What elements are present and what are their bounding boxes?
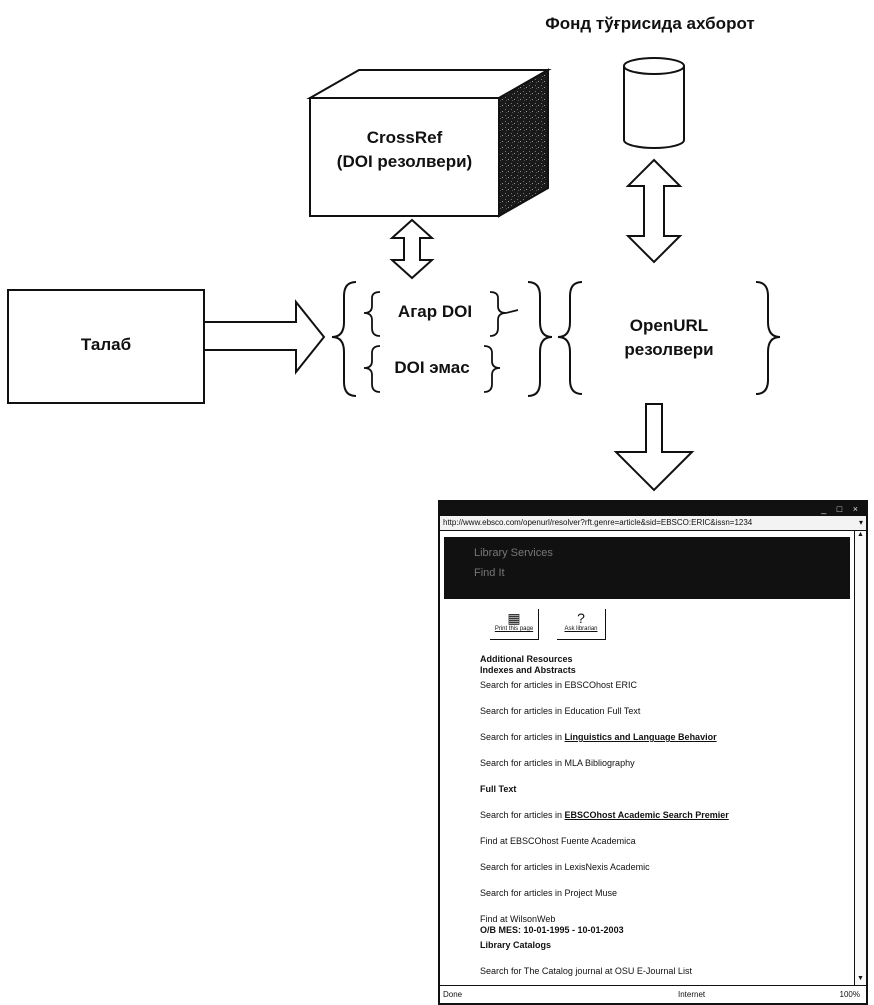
resource-item-text: Additional Resources [480,654,573,664]
request-box [7,289,205,404]
resource-item-text: Find at EBSCOhost Fuente Academica [480,836,636,846]
request-label: Талаб [80,335,132,354]
resource-item-text: Search for articles in [480,810,565,820]
resource-item-text: Search for articles in EBSCOhost ERIC [480,680,638,690]
help-button-label: Ask librarian [564,626,598,632]
page-banner: Library Services Find It [444,537,850,599]
resource-item-subtext: Indexes and Abstracts [480,665,576,675]
database-cylinder [623,57,685,149]
address-bar[interactable]: http://www.ebsco.com/openurl/resolver?rf… [440,516,866,531]
zoom-level[interactable]: 100% [839,990,860,999]
resource-item-text: Full Text [480,784,517,794]
crossref-label-line1: CrossRef [366,128,443,147]
resource-item[interactable]: Search for articles in EBSCOhost Academi… [480,810,854,836]
resource-item: Search for The Catalog journal at OSU E-… [480,966,854,985]
resource-item: Search for articles in LexisNexis Academ… [480,862,854,888]
if-doi-left-brace [363,291,381,337]
not-doi-left-brace [363,345,381,393]
print-button[interactable]: ▦ Print this page [490,609,539,640]
resource-item: Search for articles in Project Muse [480,888,854,914]
resource-item: Full Text [480,784,854,810]
if-doi-right-brace [489,291,507,337]
openurl-left-brace [557,281,583,395]
resource-item-text: Search for articles in [480,732,565,742]
dropdown-icon[interactable]: ▾ [858,518,863,527]
resource-item-text: Search for articles in LexisNexis Academ… [480,862,650,872]
crossref-doi-double-arrow [389,218,435,280]
window-controls[interactable]: _ □ × [821,504,862,514]
status-text: Done [443,990,463,999]
outer-left-brace [331,281,357,397]
browser-titlebar: _ □ × [440,502,866,516]
openurl-down-arrow [613,403,695,492]
help-button[interactable]: ? Ask librarian [557,609,606,640]
resource-item-link[interactable]: EBSCOhost Academic Search Premier [564,810,729,820]
db-openurl-double-arrow [625,158,683,264]
printer-icon: ▦ [507,610,521,626]
resource-item-text: Find at WilsonWeb [480,914,556,924]
openurl-label-line2: резолвери [624,340,714,359]
crossref-box [306,68,552,218]
resource-item-subtext: O/B MES: 10-01-1995 - 10-01-2003 [480,925,624,935]
not-doi-label: DOI эмас [394,358,470,377]
resource-item: Search for articles in EBSCOhost ERIC [480,680,854,706]
openurl-label-line1: OpenURL [629,316,709,335]
outer-right-brace [527,281,553,397]
request-arrow [203,299,326,375]
browser-content: Library Services Find It ▦ Print this pa… [440,531,854,985]
scroll-down-icon[interactable]: ▼ [857,975,864,982]
print-button-label: Print this page [494,626,534,632]
address-text: http://www.ebsco.com/openurl/resolver?rf… [443,518,753,527]
resource-item-link[interactable]: Linguistics and Language Behavior [564,732,717,742]
banner-line2: Find It [474,567,505,579]
resource-item[interactable]: Search for articles in Linguistics and L… [480,732,854,758]
status-zone: Internet [678,990,706,999]
resource-item-text: Search for articles in MLA Bibliography [480,758,635,768]
resource-item: Search for articles in Education Full Te… [480,706,854,732]
page-toolbar: ▦ Print this page ? Ask librarian [490,609,854,640]
openurl-right-brace [755,281,781,395]
crossref-label-line2: (DOI резолвери) [336,152,473,171]
status-bar: Done Internet 100% [440,985,866,1003]
resource-item-text: Search for articles in Education Full Te… [480,706,641,716]
vertical-scrollbar[interactable]: ▲ ▼ [854,531,866,985]
if-doi-label: Агар DOI [397,302,473,321]
resource-item-text: Library Catalogs [480,940,552,950]
not-doi-right-brace [483,345,501,393]
resource-item: Search for articles in MLA Bibliography [480,758,854,784]
fund-info-label: Фонд тўғрисида ахборот [545,14,755,33]
banner-line1: Library Services [474,547,553,559]
resource-item: Library Catalogs [480,940,854,966]
browser-window: _ □ × http://www.ebsco.com/openurl/resol… [438,500,868,1005]
resource-item-text: Search for The Catalog journal at OSU E-… [480,966,692,976]
scroll-up-icon[interactable]: ▲ [857,531,864,538]
help-icon: ? [577,610,585,626]
resource-item: Find at EBSCOhost Fuente Academica [480,836,854,862]
resource-item-text: Search for articles in Project Muse [480,888,618,898]
